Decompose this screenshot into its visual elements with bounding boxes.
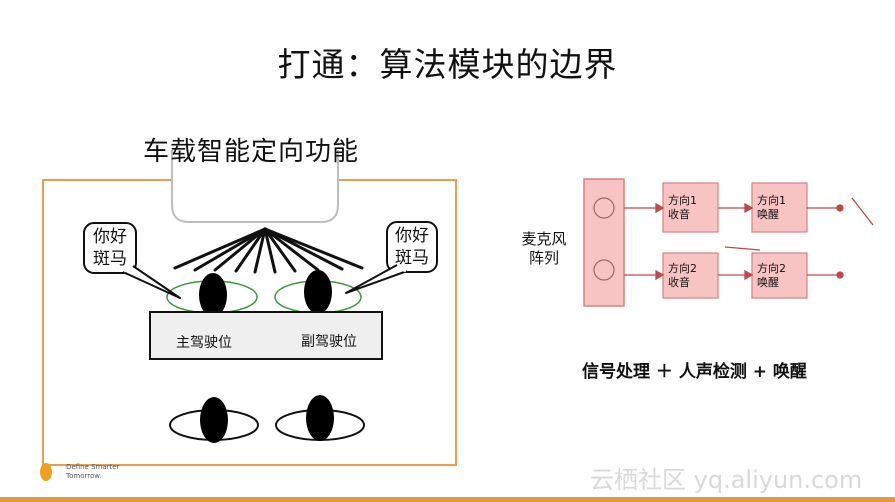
- bubble-left-text: 你好 斑马: [84, 226, 136, 270]
- front-seat-bar: [149, 311, 383, 360]
- mic-circle-1: [593, 197, 615, 219]
- pipeline-caption: 信号处理 ＋ 人声检测 + 唤醒: [582, 362, 807, 382]
- row1-box1-line2: 收音: [668, 208, 690, 221]
- watermark: 云栖社区 yq.aliyun.com: [590, 466, 863, 494]
- beam-lines: [173, 227, 364, 274]
- passenger-head: [304, 270, 332, 314]
- section-subtitle: 车载智能定向功能: [143, 137, 360, 167]
- row2-box1-line2: 收音: [668, 276, 690, 289]
- row1-box1-text: 方向1 收音: [668, 194, 697, 222]
- bubble-left-line1: 你好: [93, 227, 127, 247]
- mic-array-box: [583, 178, 625, 307]
- bubble-right-shape: [386, 221, 438, 273]
- footer-line2: Tomorrow.: [66, 472, 102, 480]
- mic-array-line2: 阵列: [528, 249, 559, 267]
- device-box: [171, 150, 339, 223]
- switch-stroke-middle: [724, 246, 761, 251]
- mic-array-line1: 麦克风: [521, 230, 567, 248]
- footer-line1: Define Smarter: [66, 463, 120, 471]
- row2-box2-text: 方向2 唤醒: [757, 262, 786, 290]
- row2-box2: [751, 252, 808, 299]
- rear-left-head: [200, 397, 228, 443]
- seat-label-driver: 主驾驶位: [176, 335, 232, 351]
- bubble-right-tail: [345, 264, 408, 294]
- row2-box1-line1: 方向2: [668, 262, 697, 275]
- row1-box2-line2: 唤醒: [757, 208, 779, 221]
- bubble-left-tail: [122, 265, 181, 299]
- seat-label-passenger: 副驾驶位: [301, 334, 357, 350]
- row1-box1-line1: 方向1: [668, 194, 697, 207]
- bubble-left-line2: 斑马: [93, 249, 127, 269]
- bubble-right-text: 你好 斑马: [387, 225, 437, 269]
- bubble-right-line1: 你好: [395, 226, 429, 246]
- arrows-row2: [624, 269, 844, 281]
- footer-slogan: Define Smarter Tomorrow.: [66, 463, 119, 481]
- brand-logo-icon: [40, 463, 52, 481]
- row1-box1: [662, 182, 719, 233]
- row1-box2-line1: 方向1: [757, 194, 786, 207]
- bubble-left-shape: [83, 222, 137, 274]
- page-title: 打通：算法模块的边界: [277, 45, 618, 84]
- arrows-row1: [624, 202, 844, 214]
- mic-array-label: 麦克风 阵列: [517, 230, 571, 268]
- bottom-accent-bar: [0, 497, 895, 502]
- row2-box1-text: 方向2 收音: [668, 262, 697, 290]
- driver-head: [199, 273, 227, 317]
- row2-box2-line2: 唤醒: [757, 276, 779, 289]
- switch-stroke-diagonal: [851, 197, 874, 226]
- rear-right-head: [306, 395, 334, 441]
- row2-box2-line1: 方向2: [757, 262, 786, 275]
- row1-box2-text: 方向1 唤醒: [757, 194, 786, 222]
- mic-circle-2: [593, 259, 615, 281]
- bubble-right-line2: 斑马: [395, 248, 429, 268]
